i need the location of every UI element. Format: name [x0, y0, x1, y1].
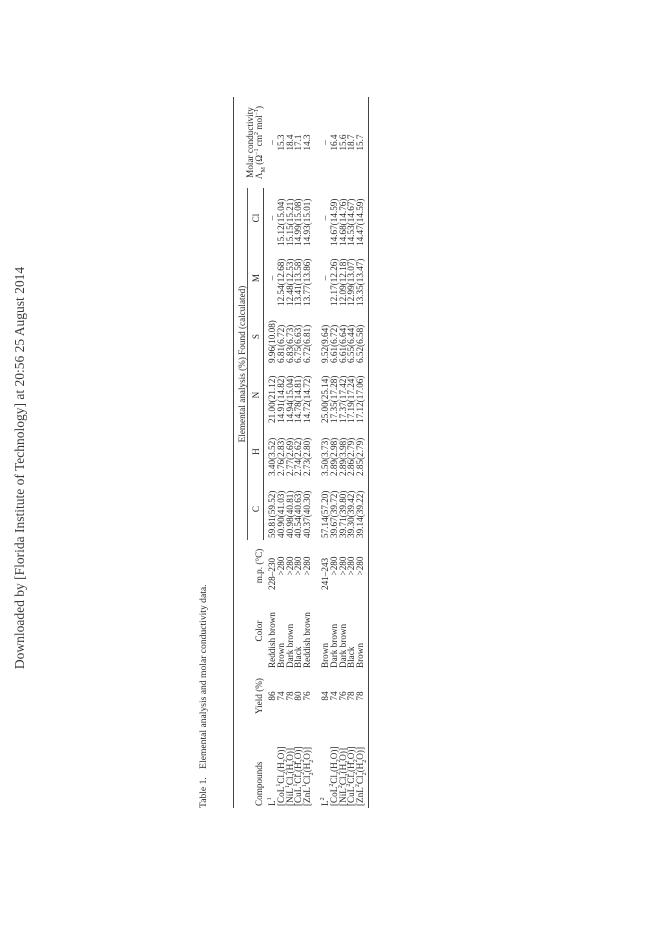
- s-cell: 9.52(9.64): [320, 324, 331, 363]
- m-cell: –: [320, 275, 331, 281]
- table-row: L1 86 Reddish brown 228–230 59.81(59.52)…: [264, 97, 278, 808]
- m-cell: 13.35(13.47): [355, 248, 369, 308]
- header-mp: m.p. (°C): [233, 540, 264, 592]
- s-cell: 9.96(10.08): [267, 320, 278, 363]
- molar-cell: –: [266, 140, 277, 145]
- mp-cell: 241–243: [320, 557, 331, 590]
- mp-cell: >280: [302, 556, 313, 576]
- cl-cell: –: [320, 215, 331, 221]
- molar-cell: 15.7: [355, 97, 369, 188]
- yield-cell: 84: [320, 691, 331, 701]
- molar-cell: 14.3: [302, 134, 313, 151]
- h-cell: 3.50(3.73): [320, 437, 331, 476]
- s-cell: 6.72(6.81): [302, 324, 313, 363]
- color-cell: Reddish brown: [302, 612, 313, 668]
- yield-cell: 86: [266, 691, 277, 701]
- header-elemental: Elemental analysis (%) Found (calculated…: [233, 188, 248, 540]
- color-cell: Brown: [355, 592, 369, 670]
- header-cl: Cl: [247, 188, 264, 248]
- header-n: N: [247, 365, 264, 425]
- yield-cell: 78: [355, 670, 369, 722]
- header-molar-line2: ΛM (Ω−1 cm2 mol−1): [253, 105, 267, 180]
- header-color: Color: [233, 592, 264, 670]
- header-c: C: [247, 478, 264, 540]
- m-cell: –: [267, 275, 278, 281]
- header-h: H: [247, 425, 264, 478]
- watermark-text: Downloaded by [Florida Institute of Tech…: [12, 266, 27, 670]
- table-row: [ZnL2Cl2(H2O)] 78 Brown >280 39.14(39.22…: [355, 97, 369, 808]
- h-cell: 2.85(2.79): [355, 425, 369, 478]
- table-content: Table 1. Elemental analysis and molar co…: [196, 97, 406, 808]
- h-cell: 3.40(3.52): [267, 437, 278, 476]
- color-cell: Brown: [320, 642, 331, 668]
- header-yield: Yield (%): [233, 670, 264, 722]
- n-cell: 14.72(14.72): [302, 375, 313, 423]
- header-s: S: [247, 308, 264, 365]
- table-row: L2 84 Brown 241–243 57.14(57.20) 3.50(3.…: [312, 97, 330, 808]
- elemental-analysis-table: Compounds Yield (%) Color m.p. (°C) Elem…: [233, 97, 369, 808]
- n-cell: 21.00(21.12): [267, 375, 278, 423]
- mp-cell: 228–230: [266, 557, 277, 590]
- compound-cell: L2: [320, 797, 331, 806]
- color-cell: Reddish brown: [266, 612, 277, 668]
- cl-cell: 14.93(15.01): [302, 198, 313, 246]
- c-cell: 39.14(39.22): [355, 478, 369, 540]
- rotated-table-page: Table 1. Elemental analysis and molar co…: [196, 97, 406, 808]
- compound-cell: [ZnL1Cl2(H2O)]: [302, 746, 316, 806]
- c-cell: 59.81(59.52): [267, 490, 278, 538]
- caption-label: Table 1.: [198, 777, 209, 808]
- header-m: M: [247, 248, 264, 308]
- cl-cell: 14.47(14.59): [355, 188, 369, 248]
- yield-cell: 76: [302, 691, 313, 701]
- compound-cell: L1: [266, 797, 277, 806]
- caption-text: Elemental analysis and molar conductivit…: [198, 584, 209, 769]
- header-compounds: Compounds: [233, 722, 264, 808]
- molar-cell: –: [320, 140, 331, 145]
- m-cell: 13.77(13.86): [302, 258, 313, 306]
- compound-cell: [ZnL2Cl2(H2O)]: [355, 722, 369, 808]
- n-cell: 17.12(17.06): [355, 365, 369, 425]
- s-cell: 6.52(6.58): [355, 308, 369, 365]
- h-cell: 2.73(2.80): [302, 437, 313, 476]
- download-watermark: Downloaded by [Florida Institute of Tech…: [12, 267, 30, 669]
- cl-cell: –: [267, 215, 278, 221]
- c-cell: 57.14(57.20): [320, 490, 331, 538]
- table-caption: Table 1. Elemental analysis and molar co…: [198, 584, 209, 808]
- n-cell: 25.00(25.14): [320, 375, 331, 423]
- header-molar: Molar conductivity ΛM (Ω−1 cm2 mol−1): [233, 97, 267, 188]
- mp-cell: >280: [355, 540, 369, 592]
- c-cell: 40.37(40.30): [302, 490, 313, 538]
- table-row: [ZnL1Cl2(H2O)] 76 Reddish brown >280 40.…: [302, 97, 316, 808]
